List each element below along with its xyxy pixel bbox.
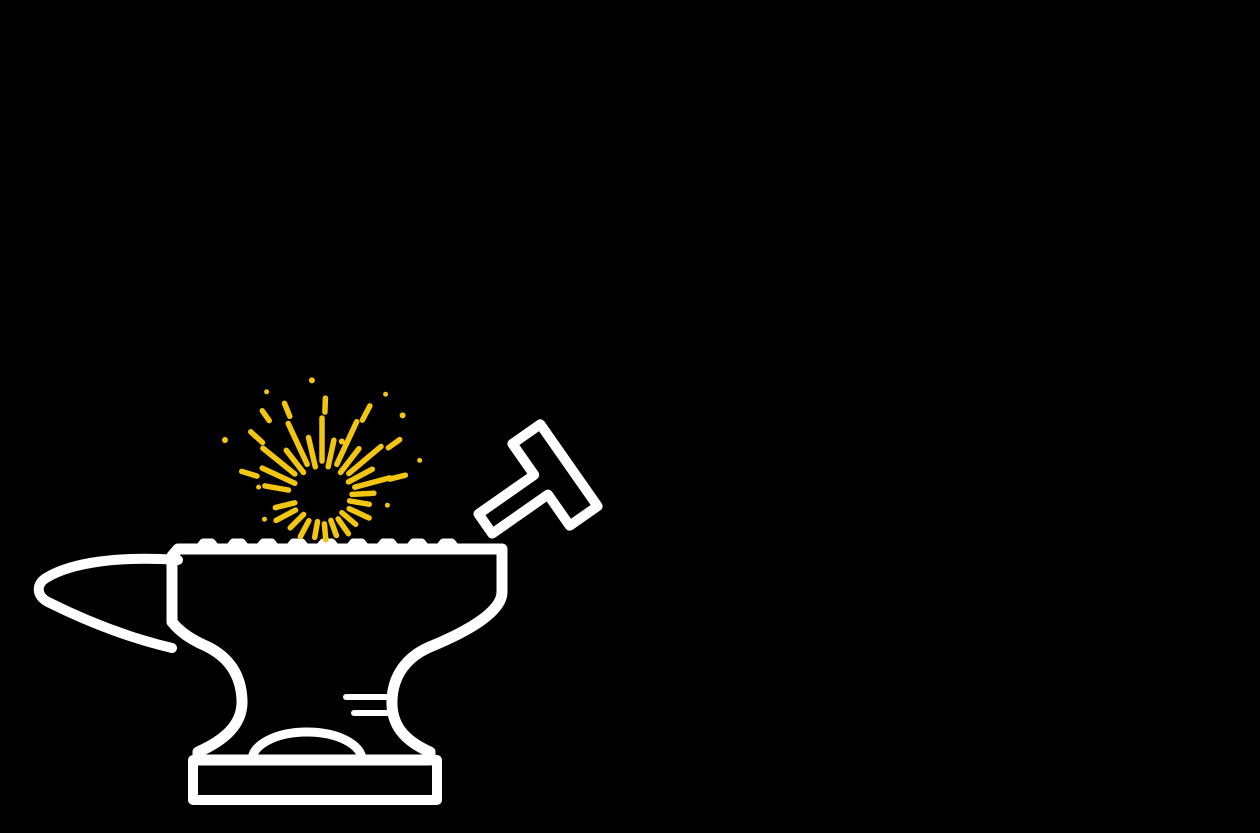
spark-ray xyxy=(359,403,373,423)
spark-ray xyxy=(285,420,310,468)
spark-dot xyxy=(417,457,423,463)
spark-dot xyxy=(256,484,262,490)
spark-dot xyxy=(384,502,390,508)
hammer-icon xyxy=(473,419,603,539)
spark-ray xyxy=(273,507,299,524)
spark-dot xyxy=(264,389,270,395)
spark-ray xyxy=(349,490,377,498)
spark-ray xyxy=(335,516,352,537)
spark-dot xyxy=(308,377,315,384)
anvil-horn xyxy=(33,553,183,653)
anvil-base-slab xyxy=(188,755,442,805)
spark-ray xyxy=(321,521,329,543)
spark-dot xyxy=(222,437,228,443)
spark-ray xyxy=(325,437,337,470)
spark-ray xyxy=(287,511,307,531)
anvil-arch xyxy=(247,727,367,765)
spark-ray xyxy=(238,468,260,479)
spark-ray xyxy=(281,400,293,420)
anvil-icon xyxy=(33,538,508,805)
spark-ray xyxy=(352,475,393,490)
spark-ray xyxy=(259,465,298,487)
spark-dot xyxy=(262,516,267,522)
spark-ray xyxy=(247,429,266,446)
spark-ray xyxy=(334,418,360,468)
spark-ray xyxy=(259,408,272,424)
spark-ray xyxy=(346,443,384,477)
spark-ray xyxy=(345,466,376,485)
spark-dot xyxy=(338,438,345,445)
anvil-top-serration xyxy=(192,538,470,555)
spark-ray xyxy=(322,395,329,415)
spark-dot xyxy=(399,412,406,419)
spark-ray xyxy=(346,505,372,521)
spark-ray xyxy=(311,518,321,541)
spark-ray xyxy=(328,517,340,539)
hammer-shape xyxy=(473,419,603,539)
spark-ray xyxy=(339,509,359,528)
spark-ray xyxy=(262,483,292,493)
anvil-ledge-marks xyxy=(343,694,393,716)
spark-dot xyxy=(383,391,389,397)
spark-ray xyxy=(337,445,362,476)
spark-ray xyxy=(387,472,409,482)
spark-ray xyxy=(346,498,373,508)
spark-ray xyxy=(272,500,298,511)
spark-ray xyxy=(385,436,403,451)
spark-ray xyxy=(283,447,307,476)
spark-ray xyxy=(260,445,298,477)
spark-ray xyxy=(297,517,312,540)
spark-ray xyxy=(305,434,319,470)
spark-burst-icon xyxy=(222,377,423,543)
